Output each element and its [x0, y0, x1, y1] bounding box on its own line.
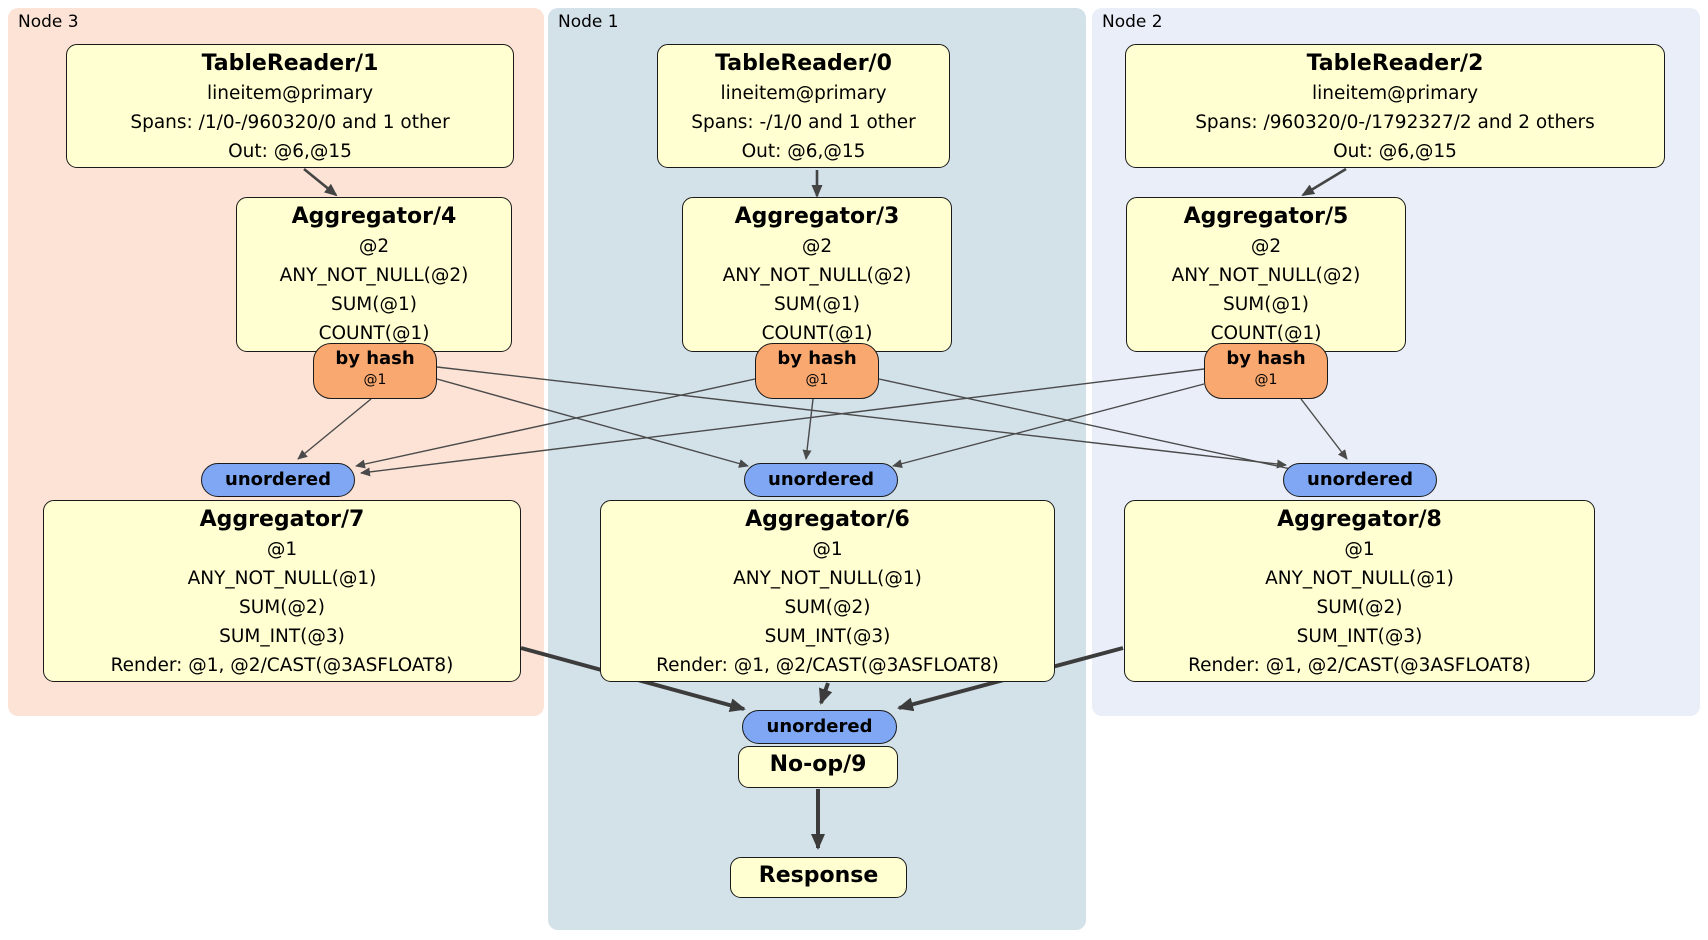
agg-fn: SUM(@2): [239, 597, 325, 618]
router-detail: @1: [805, 372, 829, 388]
tablereader-to-aggregator-arrows: [303, 167, 1347, 198]
router-by-hash-node2: by hash @1: [1204, 343, 1328, 399]
processor-aggregator-8: Aggregator/8 @1 ANY_NOT_NULL(@1) SUM(@2)…: [1124, 500, 1595, 682]
processor-out: Out: @6,@15: [1333, 141, 1457, 162]
region-label-node3: Node 3: [18, 12, 79, 32]
agg-fn: ANY_NOT_NULL(@1): [1265, 568, 1454, 589]
render-expr: Render: @1, @2/CAST(@3ASFLOAT8): [1188, 655, 1531, 676]
processor-spans: Spans: /1/0-/960320/0 and 1 other: [130, 112, 450, 133]
agg-fn: COUNT(@1): [318, 323, 430, 344]
processor-aggregator-5: Aggregator/5 @2 ANY_NOT_NULL(@2) SUM(@1)…: [1126, 197, 1406, 352]
processor-noop-9: No-op/9: [738, 746, 898, 788]
render-expr: Render: @1, @2/CAST(@3ASFLOAT8): [656, 655, 999, 676]
processor-title: TableReader/1: [201, 51, 379, 76]
sync-unordered-node1: unordered: [744, 463, 898, 497]
processor-aggregator-7: Aggregator/7 @1 ANY_NOT_NULL(@1) SUM(@2)…: [43, 500, 521, 682]
processor-index: lineitem@primary: [720, 83, 887, 104]
agg-fn: ANY_NOT_NULL(@2): [722, 265, 912, 286]
processor-title: TableReader/0: [715, 51, 892, 76]
agg-fn: SUM_INT(@3): [1296, 626, 1423, 647]
processor-title: Aggregator/8: [1277, 507, 1442, 532]
processor-tablereader-2: TableReader/2 lineitem@primary Spans: /9…: [1125, 44, 1665, 168]
region-label-node1: Node 1: [558, 12, 619, 32]
group-cols: @1: [266, 539, 298, 560]
router-to-sync-mesh: [297, 366, 1348, 477]
sync-label: unordered: [225, 469, 331, 490]
router-label: by hash: [335, 348, 415, 369]
agg-fn: COUNT(@1): [761, 323, 873, 344]
processor-title: TableReader/2: [1306, 51, 1484, 76]
agg-fn: SUM(@1): [774, 294, 860, 315]
router-by-hash-node3: by hash @1: [313, 343, 437, 399]
processor-out: Out: @6,@15: [741, 141, 866, 162]
router-detail: @1: [363, 372, 387, 388]
agg-fn: ANY_NOT_NULL(@2): [279, 265, 469, 286]
processor-title: Aggregator/4: [291, 204, 457, 229]
agg-fn: SUM_INT(@3): [764, 626, 891, 647]
agg-fn: ANY_NOT_NULL(@1): [733, 568, 922, 589]
sync-label: unordered: [768, 469, 874, 490]
router-by-hash-node1: by hash @1: [755, 343, 879, 399]
agg-fn: SUM(@1): [1223, 294, 1309, 315]
processor-index: lineitem@primary: [206, 83, 374, 104]
render-expr: Render: @1, @2/CAST(@3ASFLOAT8): [110, 655, 454, 676]
processor-spans: Spans: -/1/0 and 1 other: [691, 112, 916, 133]
group-cols: @1: [1344, 539, 1375, 560]
processor-out: Out: @6,@15: [228, 141, 352, 162]
agg-fn: ANY_NOT_NULL(@1): [187, 568, 377, 589]
processor-aggregator-4: Aggregator/4 @2 ANY_NOT_NULL(@2) SUM(@1)…: [236, 197, 512, 352]
processor-title: Aggregator/3: [734, 204, 900, 229]
sync-label: unordered: [1307, 469, 1413, 490]
sync-unordered-final: unordered: [742, 710, 897, 744]
agg-fn: SUM(@2): [784, 597, 871, 618]
processor-spans: Spans: /960320/0-/1792327/2 and 2 others: [1195, 112, 1595, 133]
response-node: Response: [730, 857, 907, 898]
agg-fn: COUNT(@1): [1210, 323, 1322, 344]
region-label-node2: Node 2: [1102, 12, 1163, 32]
processor-title: Response: [758, 863, 879, 888]
processor-tablereader-1: TableReader/1 lineitem@primary Spans: /1…: [66, 44, 514, 168]
agg-fn: SUM_INT(@3): [219, 626, 345, 647]
agg-fn: SUM(@2): [1316, 597, 1403, 618]
sync-label: unordered: [766, 716, 873, 737]
group-cols: @2: [358, 236, 390, 257]
processor-tablereader-0: TableReader/0 lineitem@primary Spans: -/…: [657, 44, 950, 168]
group-cols: @2: [801, 236, 833, 257]
group-cols: @2: [1250, 236, 1282, 257]
group-cols: @1: [812, 539, 843, 560]
sync-unordered-node2: unordered: [1283, 463, 1437, 497]
processor-title: Aggregator/7: [199, 507, 365, 532]
router-label: by hash: [1226, 348, 1306, 369]
sync-unordered-node3: unordered: [201, 463, 355, 497]
agg-fn: ANY_NOT_NULL(@2): [1171, 265, 1361, 286]
processor-index: lineitem@primary: [1311, 83, 1479, 104]
router-label: by hash: [777, 348, 857, 369]
processor-title: Aggregator/5: [1183, 204, 1349, 229]
processor-title: No-op/9: [769, 752, 867, 777]
router-detail: @1: [1254, 372, 1278, 388]
processor-title: Aggregator/6: [745, 507, 910, 532]
agg-fn: SUM(@1): [331, 294, 417, 315]
processor-aggregator-6: Aggregator/6 @1 ANY_NOT_NULL(@1) SUM(@2)…: [600, 500, 1055, 682]
processor-aggregator-3: Aggregator/3 @2 ANY_NOT_NULL(@2) SUM(@1)…: [682, 197, 952, 352]
